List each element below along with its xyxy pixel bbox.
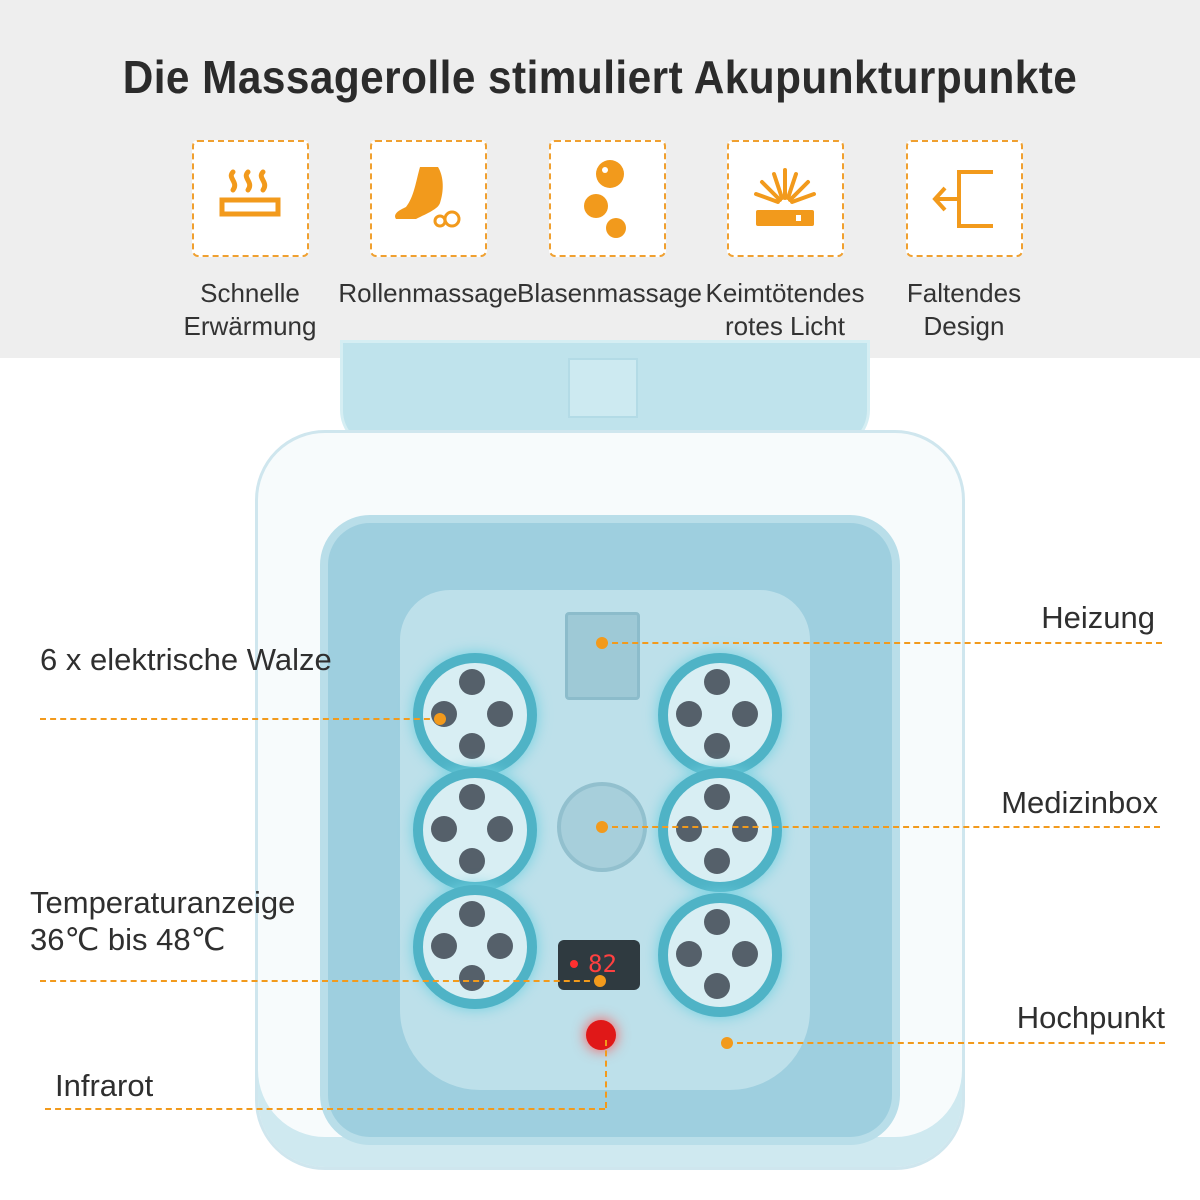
roller <box>413 885 537 1009</box>
page-title: Die Massagerolle stimuliert Akupunkturpu… <box>122 51 1078 103</box>
leader-line <box>602 642 1162 644</box>
leader-line <box>727 1042 1165 1044</box>
feature-heating: Schnelle Erwärmung <box>160 140 340 343</box>
marker-dot <box>594 975 606 987</box>
label-temperature-range: 36℃ bis 48℃ <box>30 922 226 957</box>
display-reading: 82 <box>588 950 617 978</box>
label-high-point: Hochpunkt <box>1016 1000 1165 1035</box>
red-light-icon <box>726 140 844 257</box>
lid-latch <box>568 358 638 418</box>
roller <box>658 653 782 777</box>
heater <box>565 612 640 700</box>
bubbles-icon <box>548 140 666 257</box>
marker-dot <box>434 713 446 725</box>
roller <box>658 893 782 1017</box>
marker-dot <box>596 637 608 649</box>
foot-roller-icon <box>369 140 487 257</box>
roller <box>413 653 537 777</box>
marker-dot <box>596 821 608 833</box>
infrared-light[interactable] <box>586 1020 616 1050</box>
marker-dot <box>721 1037 733 1049</box>
roller <box>413 768 537 892</box>
label-infrared: Infrarot <box>55 1068 154 1103</box>
heat-icon <box>191 140 309 257</box>
leader-line <box>40 980 600 982</box>
leader-line <box>40 718 440 720</box>
feature-fold: Faltendes Design <box>874 140 1054 343</box>
roller <box>658 768 782 892</box>
leader-line <box>45 1108 605 1110</box>
leader-line <box>605 1040 607 1108</box>
label-medicine-box: Medizinbox <box>1001 785 1158 820</box>
label-temperature: Temperaturanzeige <box>30 885 296 920</box>
feature-bubbles: Blasenmassage <box>517 140 702 310</box>
label-heating: Heizung <box>1041 600 1155 635</box>
feature-roller: Rollenmassage <box>338 140 518 310</box>
fold-icon <box>905 140 1023 257</box>
feature-red-light: Keimtötendes rotes Licht <box>695 140 875 343</box>
leader-line <box>602 826 1160 828</box>
label-rollers: 6 x elektrische Walze <box>40 642 332 677</box>
